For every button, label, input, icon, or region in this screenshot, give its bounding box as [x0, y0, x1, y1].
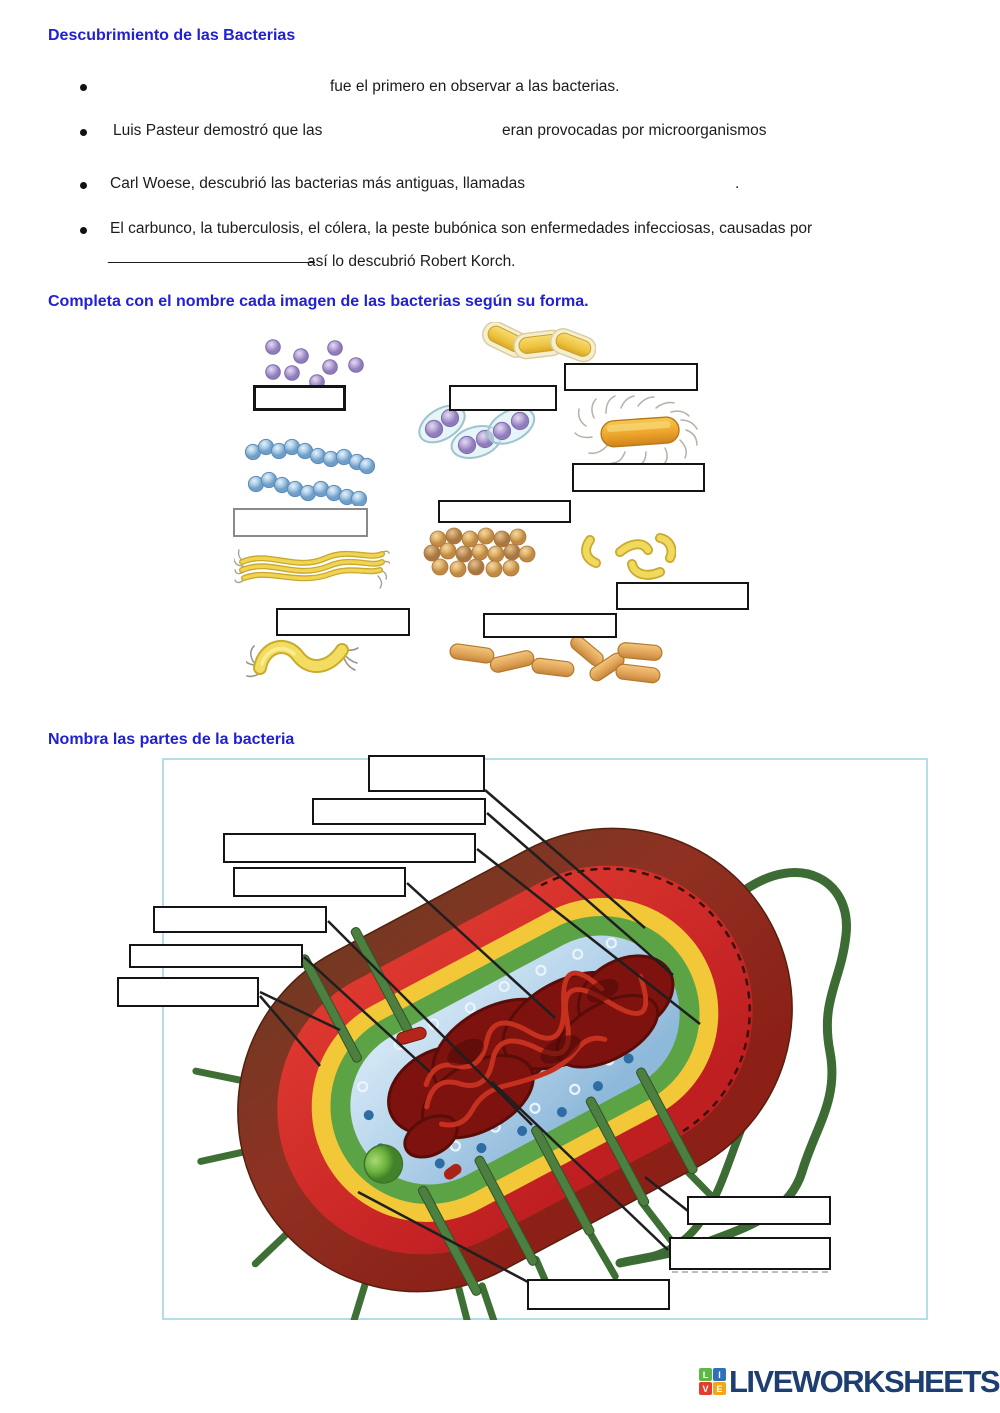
cube-letter-e: E: [713, 1382, 726, 1395]
shape-answer-box-flagellated-rod[interactable]: [572, 463, 705, 492]
section2-title: Completa con el nombre cada imagen de la…: [48, 293, 589, 310]
part-label-box-10[interactable]: [527, 1279, 670, 1310]
part-label-box-flagellum[interactable]: [687, 1196, 831, 1225]
part-label-box-5[interactable]: [153, 906, 327, 933]
red-inclusion: [396, 1026, 427, 1045]
bullet-dot: [80, 84, 87, 91]
part-label-box-3[interactable]: [223, 833, 476, 863]
streptococci-chains-figure: [244, 438, 376, 506]
shape-answer-box-streptococci[interactable]: [233, 508, 368, 537]
bullet4-blank[interactable]: ________________________: [108, 247, 315, 264]
bacteria-cell-diagram: [192, 789, 851, 1320]
pili-tubes: [299, 927, 698, 1296]
section1-title: Descubrimiento de las Bacterias: [48, 27, 296, 44]
shape-answer-box-bacilli-chain[interactable]: [564, 363, 698, 391]
bullet2-part1: Luis Pasteur demostró que las: [113, 122, 323, 139]
shape-answer-box-filaments[interactable]: [276, 608, 410, 636]
bullet3-part1: Carl Woese, descubrió las bacterias más …: [110, 175, 525, 192]
brand-text: LIVEWORKSHEETS: [729, 1364, 1000, 1399]
bullet3-part2: .: [735, 175, 740, 192]
section3-title: Nombra las partes de la bacteria: [48, 731, 295, 748]
cube-letter-l: L: [699, 1368, 712, 1381]
cube-letter-v: V: [699, 1382, 712, 1395]
shape-answer-box-spirillum[interactable]: [483, 613, 617, 638]
bullet4-line1: El carbunco, la tuberculosis, el cólera,…: [110, 220, 813, 237]
wall-dashed-arc: [540, 867, 751, 1138]
granule: [363, 1144, 404, 1184]
bacilli-chain-figure: [482, 322, 596, 363]
part-label-box-1[interactable]: [368, 755, 485, 792]
cocci-cluster-figure: [265, 339, 364, 390]
shape-answer-box-diplococci[interactable]: [449, 385, 557, 411]
bullet-dot: [80, 129, 87, 136]
part-label-box-7[interactable]: [117, 977, 259, 1007]
bullet2-part2: eran provocadas por microorganismos: [502, 122, 767, 139]
shape-answer-box-cocci[interactable]: [253, 385, 346, 411]
part-label-box-4[interactable]: [233, 867, 406, 897]
red-inclusion: [443, 1163, 462, 1180]
shape-answer-box-staphylococci[interactable]: [438, 500, 571, 523]
diplococci-figure: [418, 404, 536, 459]
liveworksheets-logo: L I V E LIVEWORKSHEETS: [699, 1364, 1000, 1399]
part-label-box-6[interactable]: [129, 944, 303, 968]
bullet-dot: [80, 182, 87, 189]
bullet1-text: fue el primero en observar a las bacteri…: [330, 78, 620, 95]
staphylococci-cluster-figure: [423, 527, 536, 578]
shape-answer-box-vibrios[interactable]: [616, 582, 749, 610]
vibrios-figure: [581, 533, 676, 580]
part-label-box-2[interactable]: [312, 798, 486, 825]
scattered-rods-figure: [449, 636, 663, 684]
erased-label-remnant: [672, 1268, 828, 1273]
flagellated-rod-figure: [574, 395, 698, 464]
bullet4-line2: así lo descubrió Robert Korch.: [307, 253, 516, 270]
bullet-dot: [80, 227, 87, 234]
filaments-figure: [234, 549, 390, 589]
cube-letter-i: I: [713, 1368, 726, 1381]
part-label-box-dna[interactable]: [669, 1237, 831, 1270]
spirillum-figure: [246, 640, 359, 678]
nucleoid: [387, 954, 675, 1159]
liveworksheets-cube-icon: L I V E: [699, 1368, 726, 1395]
label-lines: [259, 789, 701, 1284]
